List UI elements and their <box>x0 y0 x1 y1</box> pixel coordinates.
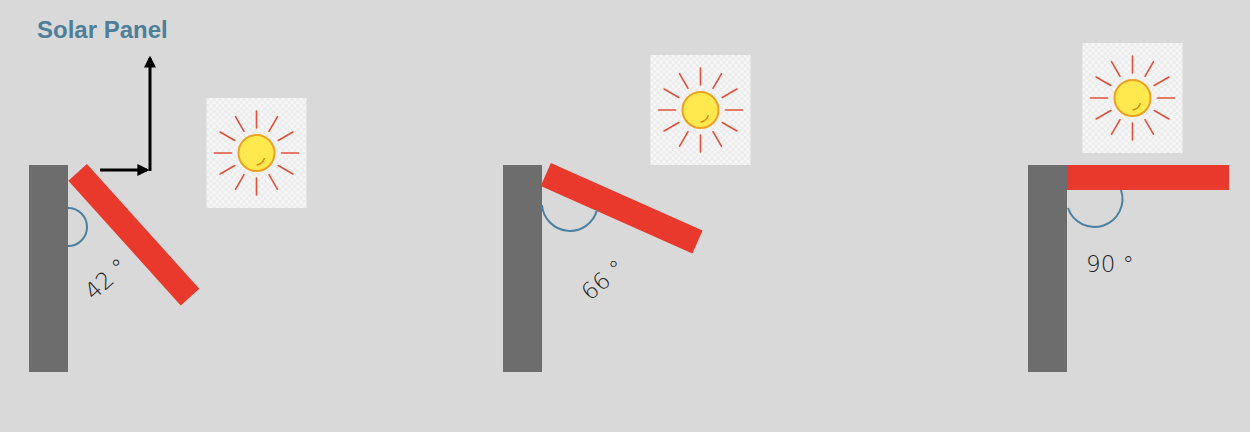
sun-icon <box>207 98 307 208</box>
sun-icon <box>1083 43 1183 153</box>
direction-arrow <box>149 58 152 171</box>
angle-arc <box>68 208 87 246</box>
angle-label: 66 ° <box>576 255 630 306</box>
solar-panel <box>68 164 199 306</box>
angle-arc <box>1068 190 1122 227</box>
solar-panel <box>541 163 703 253</box>
solar-panel <box>1067 165 1229 190</box>
wall <box>1028 165 1067 372</box>
angle-label: 90 ° <box>1086 251 1134 277</box>
angle-arc <box>542 205 597 231</box>
angle-label: 42 ° <box>79 253 132 304</box>
direction-arrow <box>100 169 147 172</box>
wall <box>503 165 542 372</box>
diagram-title: Solar Panel <box>37 16 168 44</box>
sun-icon <box>651 55 751 165</box>
wall <box>29 165 68 372</box>
